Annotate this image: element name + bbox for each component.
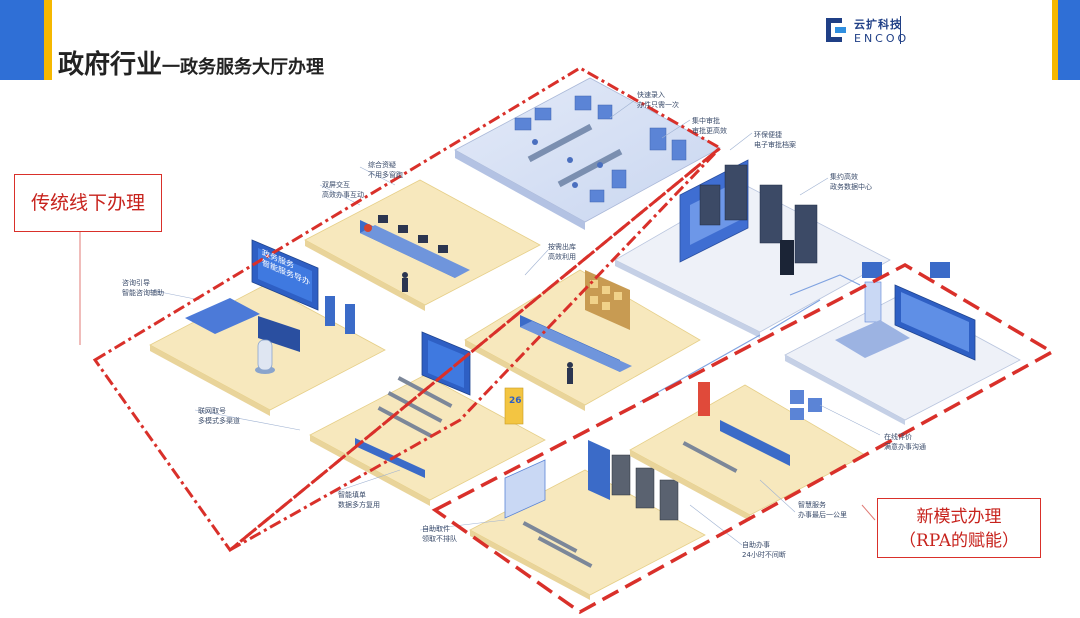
label-line1: 双屏交互 xyxy=(322,181,350,189)
label-queue-number: 联网取号多模式多渠道 xyxy=(198,406,240,426)
label-online-evaluation: 在线评价满意办事沟通 xyxy=(884,432,926,452)
label-dual-screen: 双屏交互高效办事互动 xyxy=(322,180,364,200)
label-line1: 咨询引导 xyxy=(122,279,150,287)
new-mode-area-boundary xyxy=(431,262,1056,615)
header-right-bar xyxy=(1058,0,1080,80)
data-center-area xyxy=(614,159,891,338)
smart-service-area xyxy=(629,382,866,521)
label-line2: 满意办事沟通 xyxy=(884,443,926,451)
label-line2: 高效利用 xyxy=(548,253,576,261)
new-mode-callout: 新模式办理 （RPA的赋能） xyxy=(877,498,1041,558)
label-line2: 不用多窗跑 xyxy=(368,171,403,179)
traditional-callout: 传统线下办理 xyxy=(14,174,162,232)
label-line1: 自助办事 xyxy=(742,541,770,549)
label-line1: 智慧服务 xyxy=(798,501,826,509)
self-service-area xyxy=(469,440,706,600)
label-integrated-service: 综合资疑不用多窗跑 xyxy=(368,160,403,180)
label-line1: 按需出库 xyxy=(548,243,576,251)
label-line1: 智能填单 xyxy=(338,491,366,499)
new-mode-callout-line2: （RPA的赋能） xyxy=(899,531,1019,551)
label-consult-guide: 咨询引导智能咨询辅助 xyxy=(122,278,164,298)
header-left-accent xyxy=(44,0,52,80)
traditional-area-boundary xyxy=(92,66,723,553)
title-main: 政府行业 xyxy=(58,50,163,80)
label-line2: 办件只需一次 xyxy=(637,101,679,109)
traditional-callout-text: 传统线下办理 xyxy=(30,192,145,214)
label-smart-service: 智慧服务办事最后一公里 xyxy=(798,500,847,520)
label-smart-form: 智能填单数据多方复用 xyxy=(338,490,380,510)
label-line1: 环保便捷 xyxy=(754,131,782,139)
title-sub: 一政务服务大厅办理 xyxy=(162,57,325,78)
label-line1: 联网取号 xyxy=(198,407,226,415)
label-data-center: 集约高效政务数据中心 xyxy=(830,172,872,192)
archive-counter-area xyxy=(464,269,701,411)
label-e-archive: 环保便捷电子审批档案 xyxy=(754,130,796,150)
label-line2: 24小时不间断 xyxy=(742,551,786,559)
label-line2: 数据多方复用 xyxy=(338,501,380,509)
label-line1: 在线评价 xyxy=(884,433,912,441)
brand-name-cn: 云扩科技 xyxy=(854,18,902,31)
header-right-accent xyxy=(1052,0,1058,80)
number-display: 26 xyxy=(509,396,522,406)
label-line1: 集约高效 xyxy=(830,173,858,181)
label-on-demand: 按需出库高效利用 xyxy=(548,242,576,262)
brand-name-en: ENCOO xyxy=(854,32,910,45)
label-line2: 政务数据中心 xyxy=(830,183,872,191)
label-line2: 办事最后一公里 xyxy=(798,511,847,519)
label-line2: 多模式多渠道 xyxy=(198,417,240,425)
label-centralized-approval: 集中审批审批更高效 xyxy=(692,116,727,136)
label-line2: 审批更高效 xyxy=(692,127,727,135)
label-self-pickup: 自助取件领取不排队 xyxy=(422,524,457,544)
waiting-area xyxy=(309,331,546,506)
label-line2: 领取不排队 xyxy=(422,535,457,543)
label-self-service-24h: 自助办事 24小时不间断 xyxy=(742,540,786,560)
brand-divider xyxy=(900,16,901,44)
label-line1: 自助取件 xyxy=(422,525,450,533)
new-mode-callout-line1: 新模式办理 xyxy=(916,507,1002,527)
page-title: 政府行业一政务服务大厅办理 xyxy=(58,44,324,81)
service-window-area xyxy=(304,179,541,311)
label-line2: 高效办事互动 xyxy=(322,191,364,199)
label-line2: 电子审批档案 xyxy=(754,141,796,149)
label-line1: 集中审批 xyxy=(692,117,720,125)
label-line2: 智能咨询辅助 xyxy=(122,289,164,297)
encoo-logo-icon xyxy=(826,18,846,42)
label-line1: 快速录入 xyxy=(637,91,665,99)
online-evaluation-area xyxy=(784,262,1021,425)
label-fast-entry: 快速录入办件只需一次 xyxy=(637,90,679,110)
label-line1: 综合资疑 xyxy=(368,161,396,169)
consultation-area xyxy=(149,239,386,416)
approval-center-area xyxy=(454,77,721,230)
header-left-bar xyxy=(0,0,44,80)
